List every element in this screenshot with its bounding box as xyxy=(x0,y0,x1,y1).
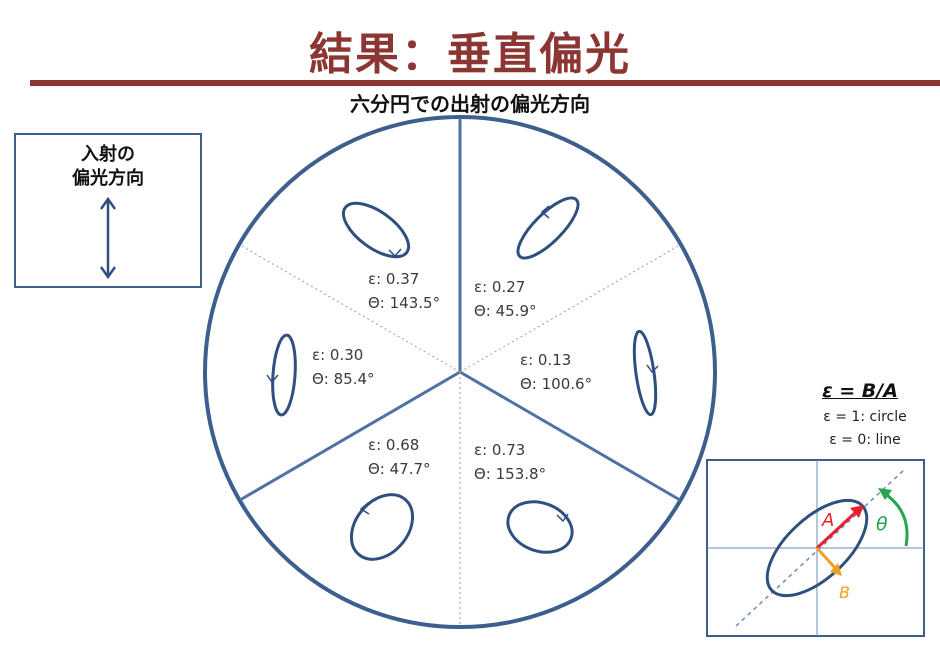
sector-theta: Θ: 100.6° xyxy=(520,375,592,393)
legend-circle-note: ε = 1: circle xyxy=(823,409,907,425)
rotation-arrow-icon xyxy=(266,374,279,384)
sector-theta: Θ: 45.9° xyxy=(474,302,537,320)
sector-upper-right: ε: 0.27 Θ: 45.9° xyxy=(474,196,580,320)
polarization-ellipse xyxy=(506,500,574,554)
incident-label: 入射の 偏光方向 xyxy=(16,143,200,191)
polarization-ellipse xyxy=(341,201,411,259)
sector-theta: Θ: 153.8° xyxy=(474,465,546,483)
rotation-arrow-icon xyxy=(646,364,659,374)
incident-label-line1: 入射の xyxy=(81,144,135,165)
sector-left: ε: 0.30 Θ: 85.4° xyxy=(266,333,375,417)
ellipticity-legend-box: A B θ xyxy=(706,459,925,637)
sector-epsilon: ε: 0.13 xyxy=(520,351,571,369)
semi-major-arrow xyxy=(815,509,859,550)
angle-arc xyxy=(883,491,909,547)
sector-right: ε: 0.13 Θ: 100.6° xyxy=(520,329,659,417)
divider-lower-right xyxy=(459,370,681,502)
sector-epsilon: ε: 0.37 xyxy=(368,270,419,288)
rotation-arrow-icon xyxy=(556,513,569,523)
polarization-ellipse xyxy=(632,329,658,417)
arrow-head-icon xyxy=(878,488,892,500)
semi-minor-arrow xyxy=(815,546,838,571)
sector-theta: Θ: 47.7° xyxy=(368,460,431,478)
rotation-arrow-icon xyxy=(388,248,402,258)
incident-polarization-box: 入射の 偏光方向 xyxy=(14,133,202,288)
label-a: A xyxy=(821,510,834,531)
divider-dotted-upper-left xyxy=(239,244,461,373)
vertical-double-arrow-icon xyxy=(99,196,117,280)
arrow-head-icon xyxy=(850,505,864,518)
sector-theta: Θ: 143.5° xyxy=(368,294,440,312)
sector-theta: Θ: 85.4° xyxy=(312,370,375,388)
sector-lower-left: ε: 0.68 Θ: 47.7° xyxy=(349,436,431,561)
incident-label-line2: 偏光方向 xyxy=(72,168,144,189)
sector-epsilon: ε: 0.68 xyxy=(368,436,419,454)
rotation-arrow-icon xyxy=(359,502,370,515)
sector-epsilon: ε: 0.30 xyxy=(312,346,363,364)
title-underline xyxy=(30,80,940,86)
divider-dotted-upper-right xyxy=(459,244,681,373)
label-b: B xyxy=(839,583,850,602)
ellipticity-formula: ε = B/A xyxy=(822,380,898,402)
diagram-subtitle: 六分円での出射の偏光方向 xyxy=(350,92,590,116)
polarization-ellipse xyxy=(271,333,297,417)
rotation-arrow-icon xyxy=(540,205,550,219)
polarization-ellipse xyxy=(516,196,580,260)
sector-epsilon: ε: 0.27 xyxy=(474,278,525,296)
sector-epsilon: ε: 0.73 xyxy=(474,441,525,459)
legend-line-note: ε = 0: line xyxy=(829,432,901,448)
arrow-head-icon xyxy=(830,563,842,576)
legend-major-axis-dashed xyxy=(735,469,905,627)
sextant-outer-circle xyxy=(203,115,717,629)
divider-lower-left xyxy=(239,370,461,502)
polarization-ellipse xyxy=(349,493,415,561)
page-title: 結果：垂直偏光 xyxy=(309,29,631,80)
label-theta: θ xyxy=(876,513,888,535)
sector-lower-right: ε: 0.73 Θ: 153.8° xyxy=(474,441,574,554)
sector-upper-left: ε: 0.37 Θ: 143.5° xyxy=(341,201,440,312)
